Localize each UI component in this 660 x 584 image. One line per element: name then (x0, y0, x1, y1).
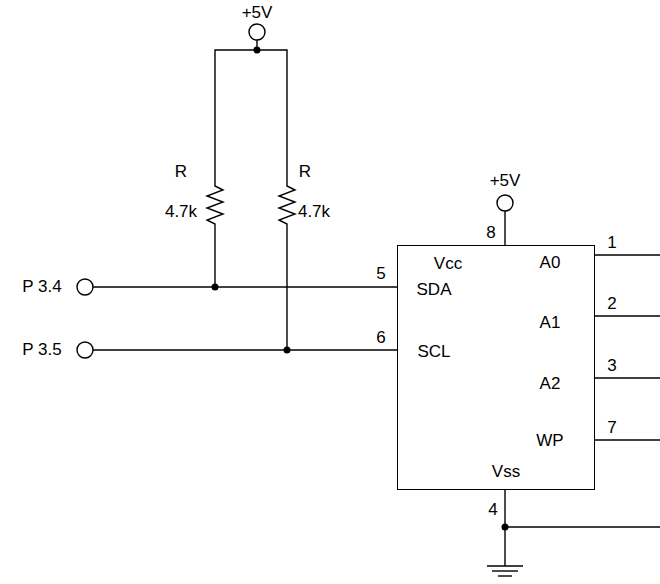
wire (595, 377, 660, 378)
supply-terminal (249, 24, 265, 40)
resistor-name: R (299, 163, 311, 182)
supply-label: +5V (242, 4, 273, 23)
port-name: P 3.4 (22, 278, 61, 297)
pin-number: 6 (376, 329, 385, 348)
pin-name: A0 (540, 254, 561, 273)
wire (595, 439, 660, 440)
port-terminal (77, 279, 93, 295)
wire (215, 50, 287, 180)
ground-symbol (498, 575, 512, 576)
wire (93, 286, 397, 287)
pin-number: 5 (376, 265, 385, 284)
junction-dot (212, 284, 219, 291)
pin-number: 3 (607, 357, 616, 376)
resistor-value: 4.7k (298, 203, 330, 222)
ic-package: VccSDA SCL A0A1A2WP Vss (397, 245, 595, 490)
pin-name: SDA (417, 281, 452, 300)
wire (93, 349, 397, 350)
supply-label: +5V (490, 172, 521, 191)
port-terminal (77, 342, 93, 358)
junction-dot (284, 347, 291, 354)
pin-number: 8 (486, 224, 495, 243)
resistor-value: 4.7k (165, 203, 197, 222)
wire (595, 254, 660, 255)
port-name: P 3.5 (22, 341, 61, 360)
pin-number: 4 (488, 501, 497, 520)
ground-symbol (492, 570, 518, 571)
junction-dot (254, 47, 261, 54)
wire (214, 230, 215, 287)
pin-name: SCL (417, 343, 450, 362)
wire (286, 230, 287, 350)
pin-name: A2 (540, 375, 561, 394)
pin-number: 1 (607, 234, 616, 253)
pin-name: A1 (540, 314, 561, 333)
resistor-name: R (175, 163, 187, 182)
resistor-symbol (207, 180, 223, 230)
junction-dot (502, 524, 509, 531)
pin-number: 7 (607, 419, 616, 438)
ground-symbol (487, 565, 523, 566)
wire (595, 315, 660, 316)
pin-name: Vcc (434, 255, 462, 274)
resistor-symbol (279, 180, 295, 230)
pin-name: WP (536, 432, 563, 451)
pin-name: Vss (492, 463, 520, 482)
supply-terminal (497, 195, 513, 211)
pin-number: 2 (607, 295, 616, 314)
wire (504, 211, 505, 245)
wire (505, 526, 660, 527)
